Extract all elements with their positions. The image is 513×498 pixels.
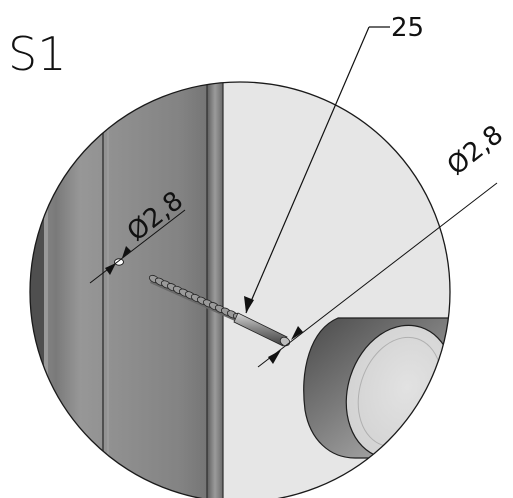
part-callout: 25 [244,13,424,314]
pilot-hole [114,258,124,266]
detail-circle-outline [29,81,451,498]
cylindrical-fitting [303,317,450,460]
part-number-25: 25 [391,13,424,43]
screw-thread [148,274,244,322]
panel-edge [207,82,223,498]
screw-diameter-label: Ø2,8 [442,120,509,182]
screw-part-25 [148,274,291,347]
wall-panel [30,82,220,498]
detail-view [30,82,450,498]
step-label: S1 [8,27,66,81]
